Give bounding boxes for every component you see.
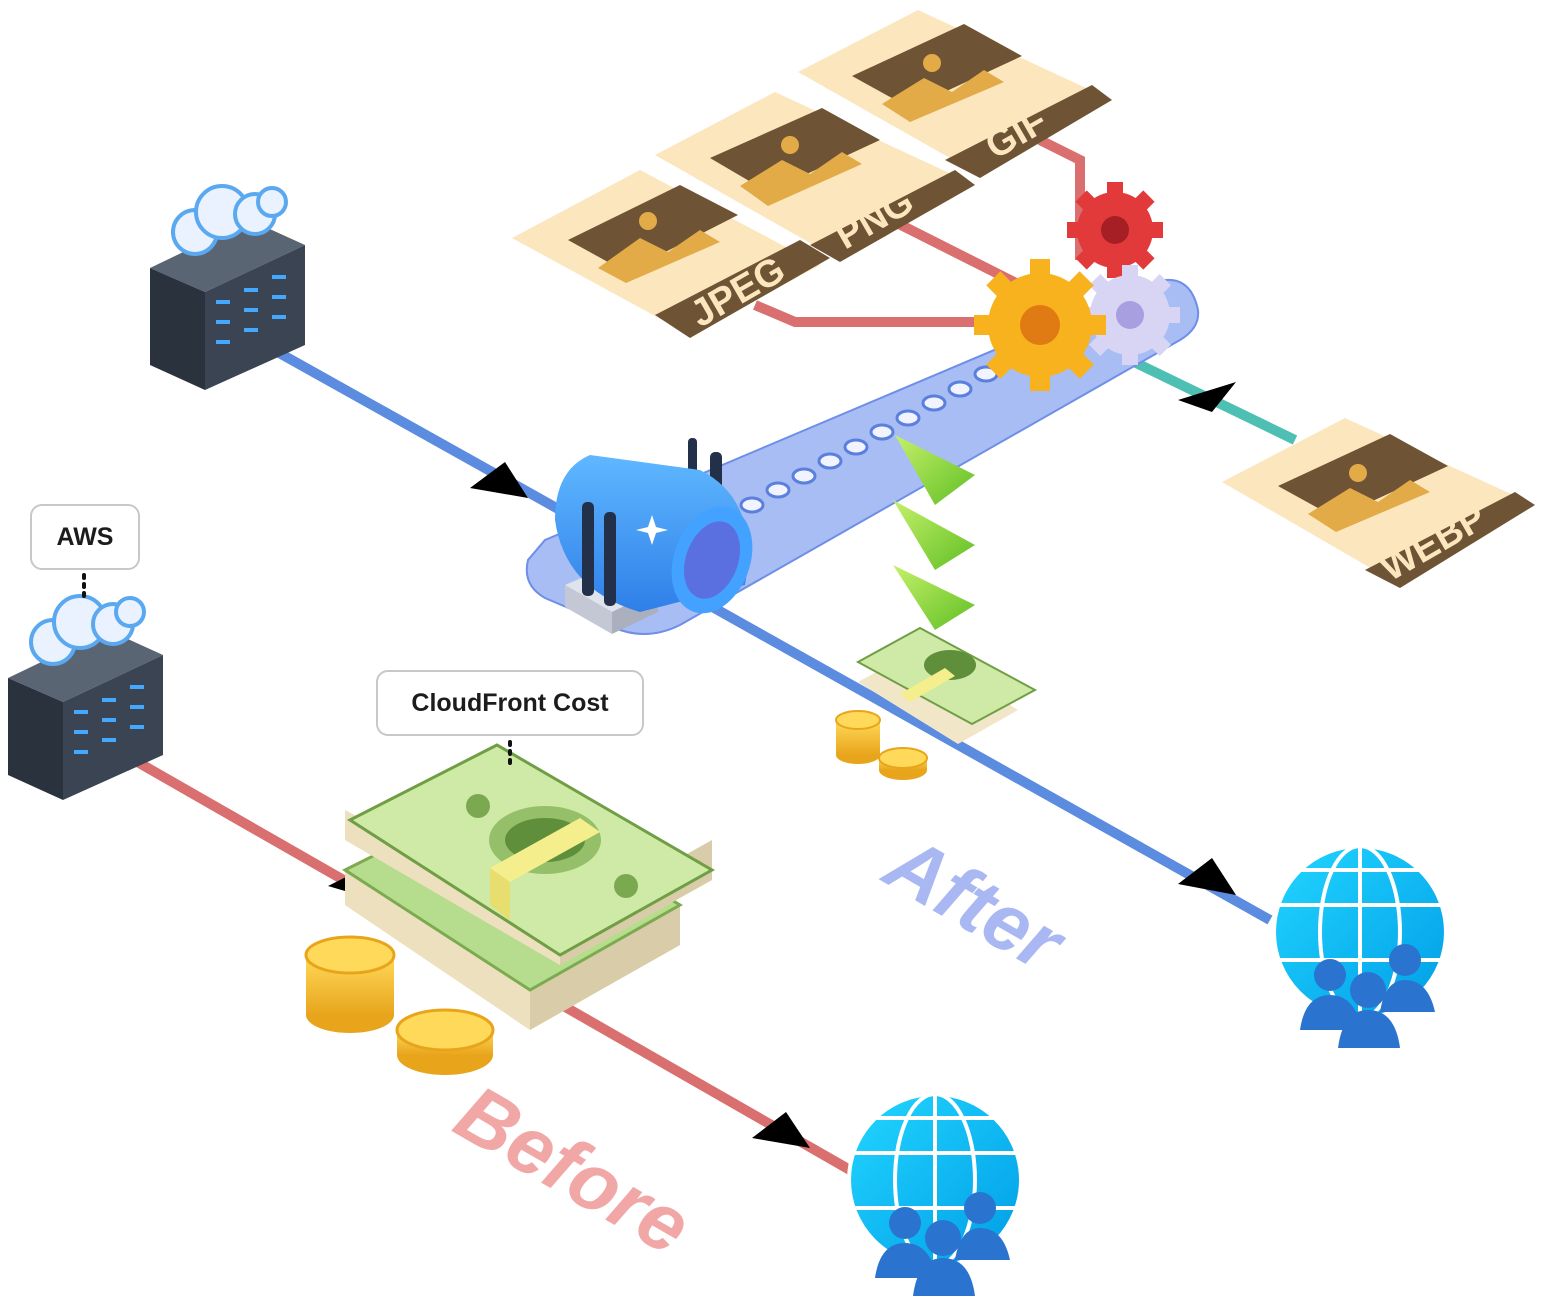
- webp-format-card: WEBP: [1222, 418, 1535, 590]
- png-format-card: PNG: [655, 92, 975, 262]
- origin-server-icon: [150, 184, 305, 390]
- globe-users-icon-before: [847, 1092, 1023, 1296]
- after-output-connection: [697, 595, 1273, 925]
- after-label: After: [870, 817, 1081, 990]
- callout-pointers: [82, 573, 512, 767]
- image-processing-pipeline-icon: [555, 438, 753, 634]
- money-stack-icon-large: [304, 743, 716, 1075]
- aws-callout: AWS: [30, 504, 140, 570]
- aws-server-icon: [8, 594, 163, 800]
- jpeg-format-card: JPEG: [512, 170, 830, 338]
- compression-indicators: [893, 435, 975, 630]
- before-label: Before: [442, 1068, 706, 1272]
- arrow-head: [470, 462, 528, 498]
- gif-format-card: GIF: [798, 10, 1112, 178]
- arrow-head: [752, 1112, 810, 1148]
- cloudfront-cost-callout: CloudFront Cost: [376, 670, 644, 736]
- arrow-head: [1178, 858, 1236, 895]
- belt-dots: [739, 365, 999, 514]
- globe-users-icon-after: [1272, 844, 1448, 1048]
- arrow-head: [1178, 382, 1236, 412]
- gears-icon: [974, 182, 1180, 391]
- money-stack-icon-small: [835, 626, 1038, 780]
